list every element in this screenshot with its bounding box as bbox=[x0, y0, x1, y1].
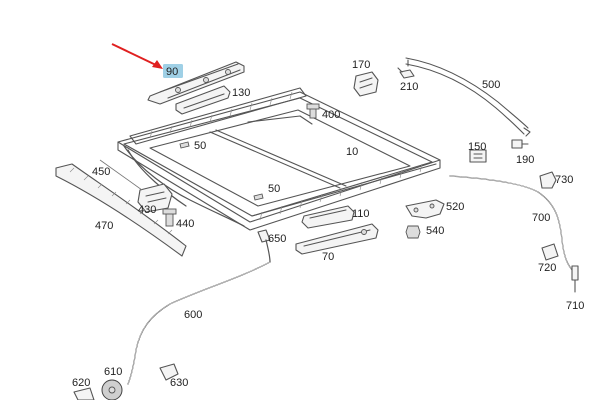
gear-610 bbox=[101, 379, 123, 400]
highlight-box-90 bbox=[163, 64, 183, 78]
callout-210: 210 bbox=[400, 81, 418, 93]
bracket-730 bbox=[539, 171, 557, 189]
sunroof-frame bbox=[117, 87, 441, 231]
callout-430: 430 bbox=[138, 204, 156, 216]
connector-150 bbox=[469, 149, 487, 163]
callout-190: 190 bbox=[516, 154, 534, 166]
callout-450: 450 bbox=[92, 166, 110, 178]
callout-70: 70 bbox=[322, 251, 334, 263]
callout-440: 440 bbox=[176, 218, 194, 230]
callout-710: 710 bbox=[566, 300, 584, 312]
callout-labels: 90 130 170 210 500 400 50 10 150 190 730… bbox=[72, 59, 584, 389]
callout-620: 620 bbox=[72, 377, 90, 389]
callout-520: 520 bbox=[446, 201, 464, 213]
guide-rail-70 bbox=[295, 223, 379, 255]
callout-610: 610 bbox=[104, 366, 122, 378]
callout-720: 720 bbox=[538, 262, 556, 274]
rear-guide-rail-130 bbox=[175, 85, 231, 115]
drain-hose-700 bbox=[449, 175, 579, 293]
callout-700: 700 bbox=[532, 212, 550, 224]
callout-110: 110 bbox=[352, 208, 370, 220]
drain-hose-600 bbox=[127, 261, 271, 385]
callout-600: 600 bbox=[184, 309, 202, 321]
callout-630: 630 bbox=[170, 377, 188, 389]
seal-470 bbox=[55, 163, 187, 257]
clip-720 bbox=[541, 243, 559, 261]
screw-440 bbox=[162, 208, 177, 227]
leader-450 bbox=[99, 159, 143, 191]
plug-190 bbox=[511, 139, 529, 149]
callout-10: 10 bbox=[346, 146, 358, 158]
seal-strip-500 bbox=[405, 57, 531, 137]
bracket-170 bbox=[353, 71, 379, 97]
nut-540 bbox=[405, 225, 421, 239]
callout-500: 500 bbox=[482, 79, 500, 91]
callout-730: 730 bbox=[555, 174, 573, 186]
screw-400 bbox=[306, 103, 320, 119]
rear-guide-rail-90 bbox=[147, 61, 245, 105]
callout-50-upper: 50 bbox=[194, 140, 206, 152]
callout-400: 400 bbox=[322, 109, 340, 121]
cable-650 bbox=[257, 229, 271, 263]
callout-50-lower: 50 bbox=[268, 183, 280, 195]
screw-50-upper bbox=[179, 141, 190, 149]
motor-430 bbox=[137, 183, 173, 213]
callout-540: 540 bbox=[426, 225, 444, 237]
connector-620 bbox=[73, 387, 95, 400]
callout-130: 130 bbox=[232, 87, 250, 99]
pointer-arrow bbox=[111, 43, 163, 69]
callout-90: 90 bbox=[166, 66, 178, 78]
callout-170: 170 bbox=[352, 59, 370, 71]
callout-150: 150 bbox=[468, 141, 486, 153]
callout-470: 470 bbox=[95, 220, 113, 232]
clip-630 bbox=[159, 363, 179, 381]
callout-650: 650 bbox=[268, 233, 286, 245]
bracket-520 bbox=[405, 199, 445, 219]
guide-110 bbox=[301, 205, 355, 229]
screw-50-lower bbox=[253, 193, 264, 201]
clip-210 bbox=[397, 67, 415, 79]
